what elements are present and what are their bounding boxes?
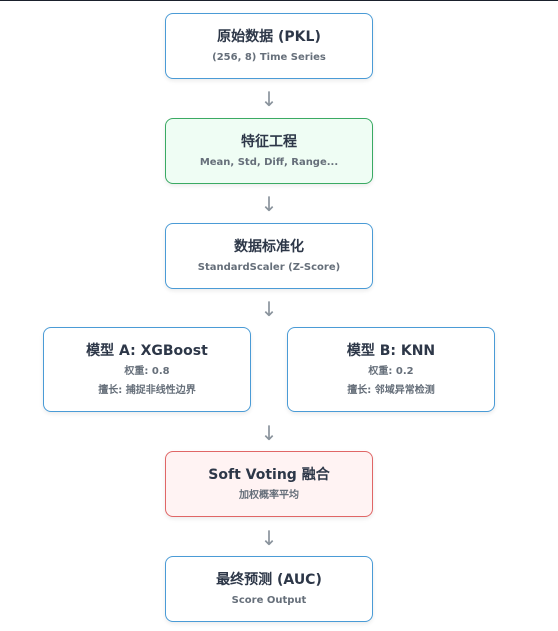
top-border-line [0,0,558,1]
model-b-node: 模型 B: KNN 权重: 0.2 擅长: 邻域异常检测 [287,327,495,412]
feature-engineering-title: 特征工程 [241,133,297,150]
standardization-subtitle: StandardScaler (Z-Score) [197,261,341,273]
arrow-down-icon: ↓ [260,526,278,550]
model-a-title: 模型 A: XGBoost [86,342,208,359]
model-b-strength: 擅长: 邻域异常检测 [347,384,435,396]
feature-engineering-node: 特征工程 Mean, Std, Diff, Range... [165,118,373,184]
model-b-weight: 权重: 0.2 [368,365,414,377]
feature-engineering-subtitle: Mean, Std, Diff, Range... [199,156,339,168]
final-prediction-node: 最终预测 (AUC) Score Output [165,556,373,622]
raw-data-subtitle: (256, 8) Time Series [212,51,326,63]
arrow-down-icon: ↓ [260,297,278,321]
arrow-down-icon: ↓ [260,192,278,216]
arrow-down-icon: ↓ [260,87,278,111]
raw-data-node: 原始数据 (PKL) (256, 8) Time Series [165,13,373,79]
model-a-node: 模型 A: XGBoost 权重: 0.8 擅长: 捕捉非线性边界 [43,327,251,412]
soft-voting-node: Soft Voting 融合 加权概率平均 [165,451,373,517]
soft-voting-subtitle: 加权概率平均 [239,489,299,501]
final-prediction-subtitle: Score Output [231,594,307,606]
arrow-down-icon: ↓ [260,421,278,445]
raw-data-title: 原始数据 (PKL) [217,28,321,45]
model-b-title: 模型 B: KNN [346,342,436,359]
standardization-title: 数据标准化 [234,238,304,255]
model-a-strength: 擅长: 捕捉非线性边界 [98,384,196,396]
standardization-node: 数据标准化 StandardScaler (Z-Score) [165,223,373,289]
soft-voting-title: Soft Voting 融合 [208,466,330,483]
final-prediction-title: 最终预测 (AUC) [216,571,322,588]
model-a-weight: 权重: 0.8 [124,365,170,377]
